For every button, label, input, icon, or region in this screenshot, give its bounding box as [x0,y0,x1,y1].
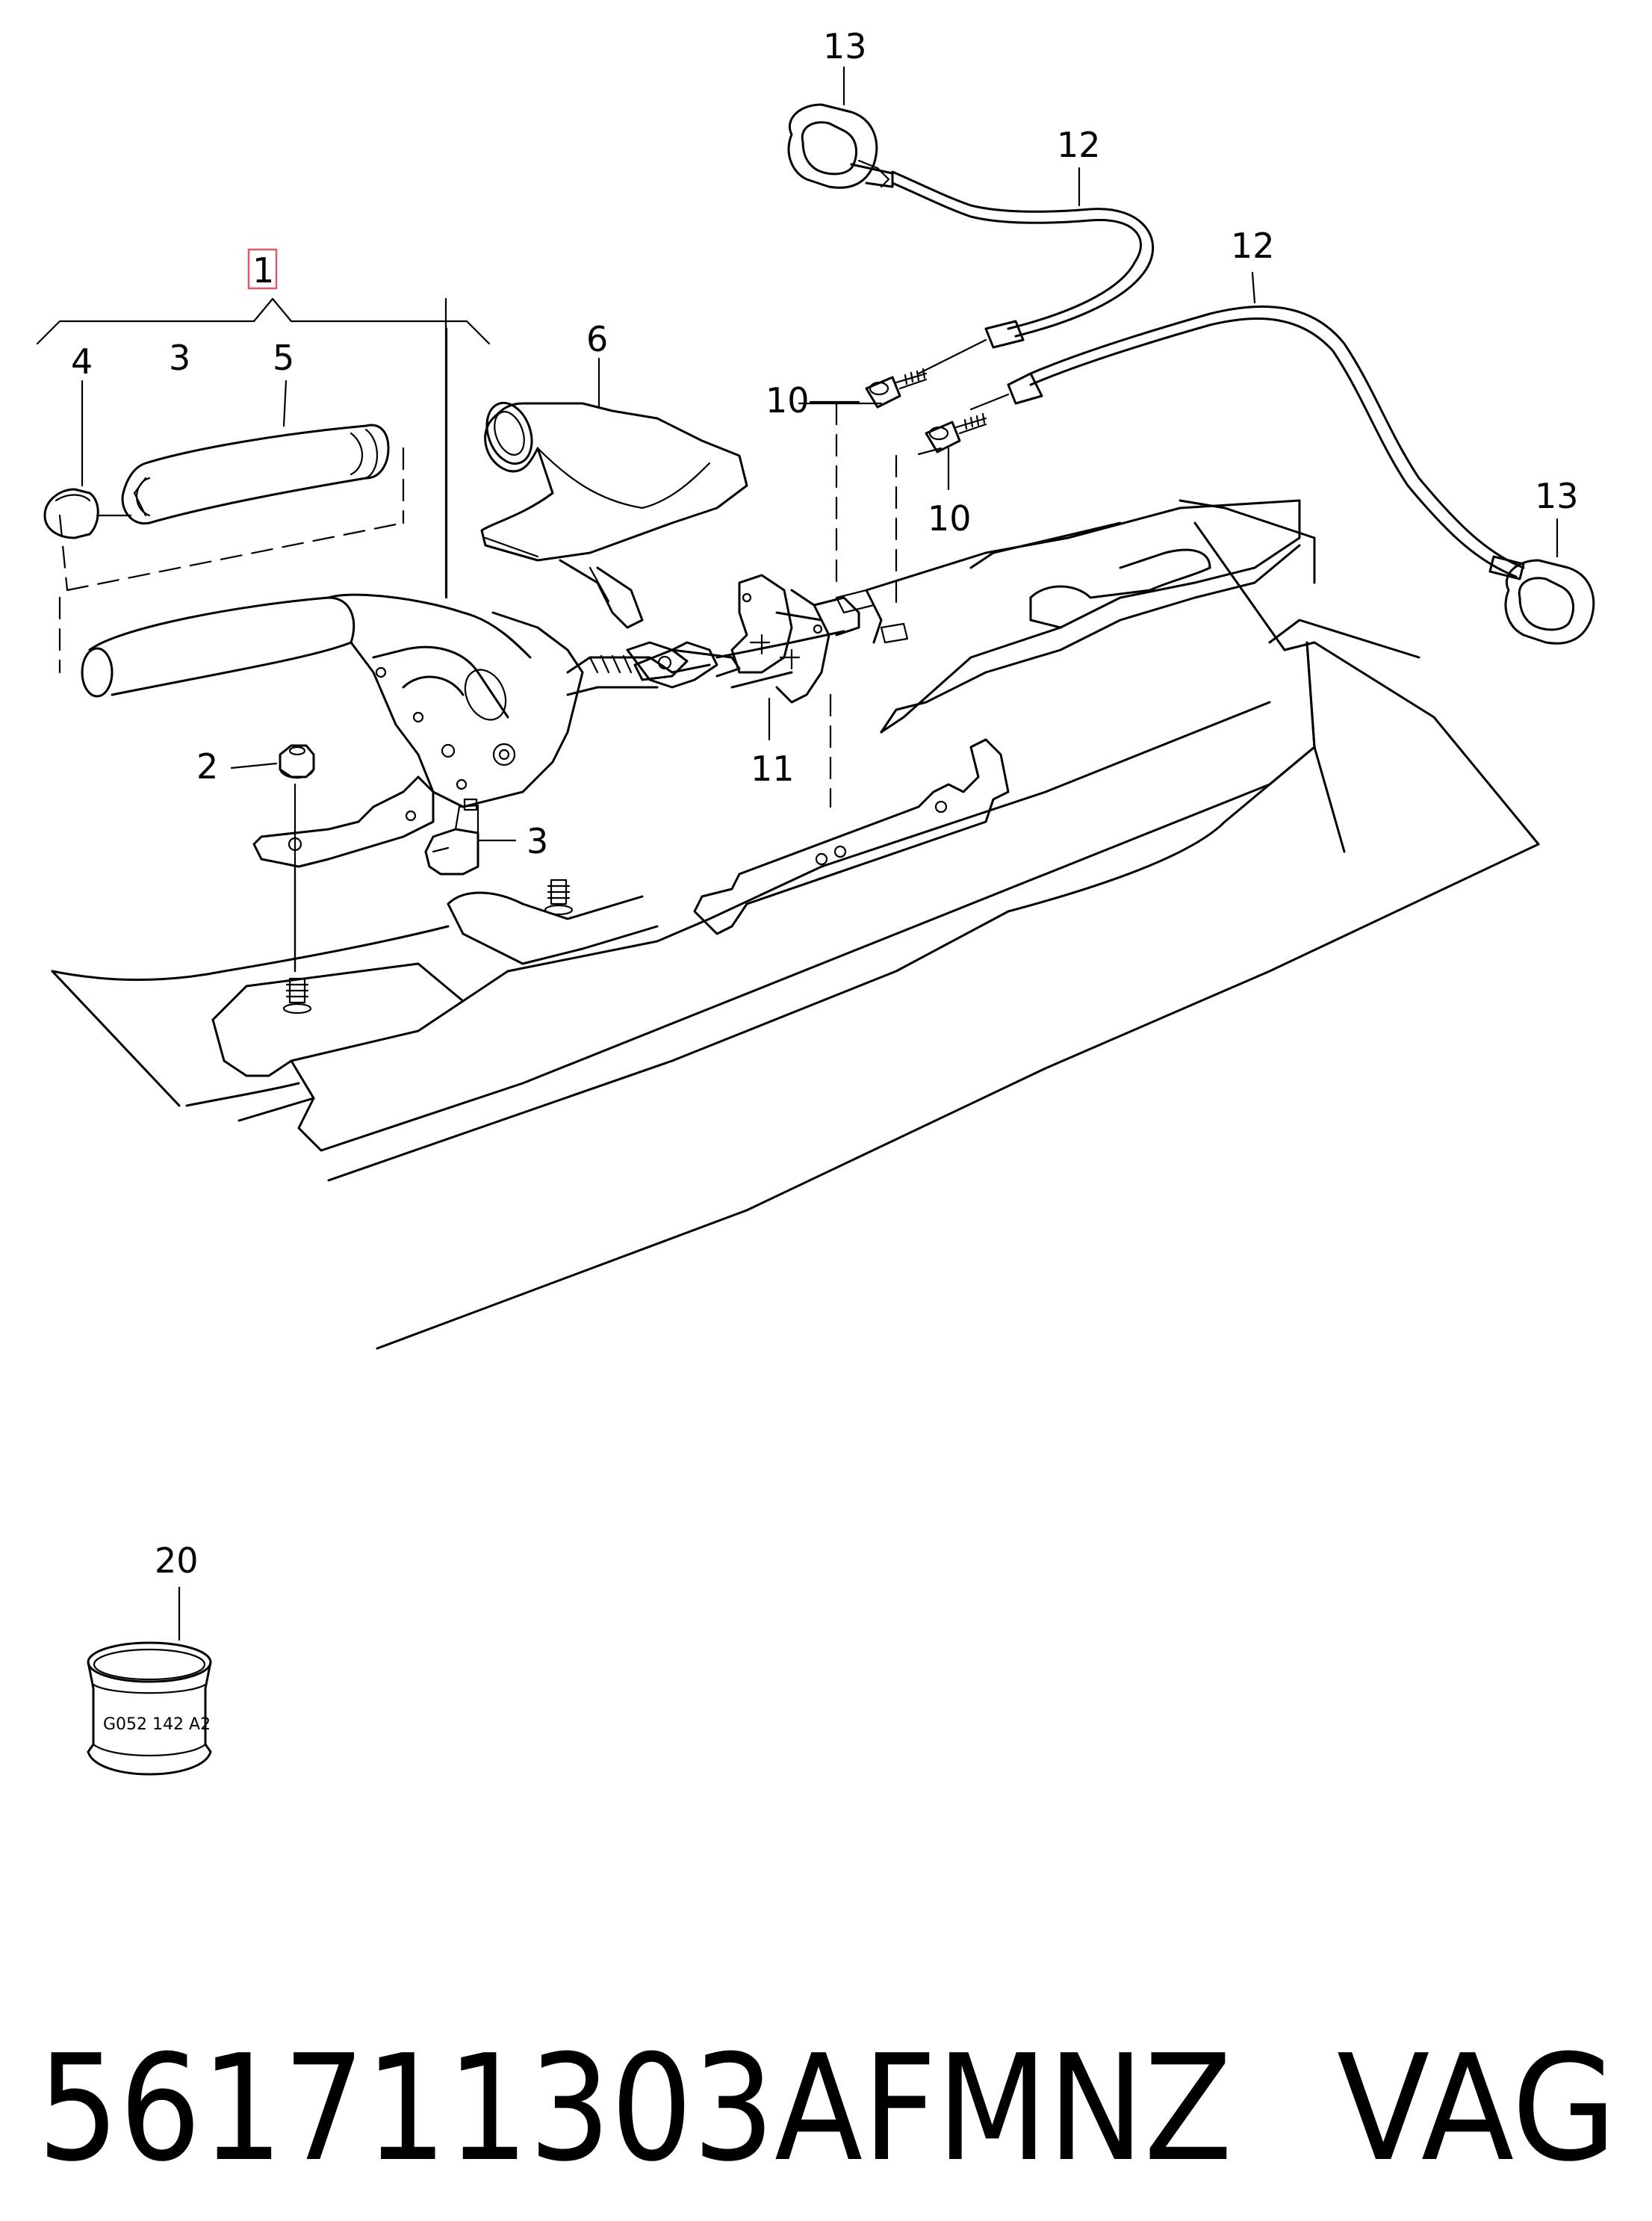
mounting-axis-lines [294,297,447,973]
callout-11: 11 [751,749,795,789]
callout-12-lower: 12 [1231,226,1275,266]
callout-13-upper: 13 [823,26,867,66]
callouts: 1 2 3 3 4 5 6 10 10 11 12 12 13 13 20 [71,26,1579,1581]
callout-10-lower: 10 [928,498,972,539]
cable-adjuster-lower [925,412,987,453]
tunnel-console-base [865,499,1316,734]
exploded-view-dashed-lines [58,402,943,808]
handbrake-lever [81,593,741,868]
callout-5: 5 [273,338,294,378]
brake-cable-lower [969,305,1525,580]
part-number: 561711303AFMNZ [37,2024,1232,2194]
group-bracket-1 [36,297,491,599]
grease-can: G052 142 A2 [87,1641,212,1776]
callout-13-lower: 13 [1535,476,1579,516]
cable-guide-bracket [715,574,909,704]
grommet-lower [1504,559,1595,645]
warning-switch [424,798,479,876]
mounting-rail [693,738,1010,935]
grommet-upper [787,103,894,189]
callout-4: 4 [71,341,93,382]
callout-6: 6 [586,319,608,359]
callout-1: 1 [252,250,274,291]
callout-1-highlight [247,248,278,290]
brand-name: VAG [1337,2024,1617,2194]
lever-boot [480,401,748,629]
floor-stud-rear [544,879,574,916]
callout-20: 20 [155,1540,199,1581]
floor-stud-front [282,977,312,1015]
callout-2: 2 [196,746,218,787]
callout-3-lower: 3 [527,821,548,861]
floor-pan [51,521,1540,1350]
grip-sleeve [121,424,390,525]
cable-adjuster-upper [865,368,928,409]
hex-nut [279,744,315,779]
leader-lines [81,66,1559,1641]
grease-can-label: G052 142 A2 [103,1715,211,1734]
brake-cable-upper [891,170,1155,375]
callout-12-upper: 12 [1057,125,1101,165]
callout-10-upper: 10 [766,380,810,421]
callout-3-upper: 3 [169,338,190,378]
grip-end-cap [43,488,132,539]
